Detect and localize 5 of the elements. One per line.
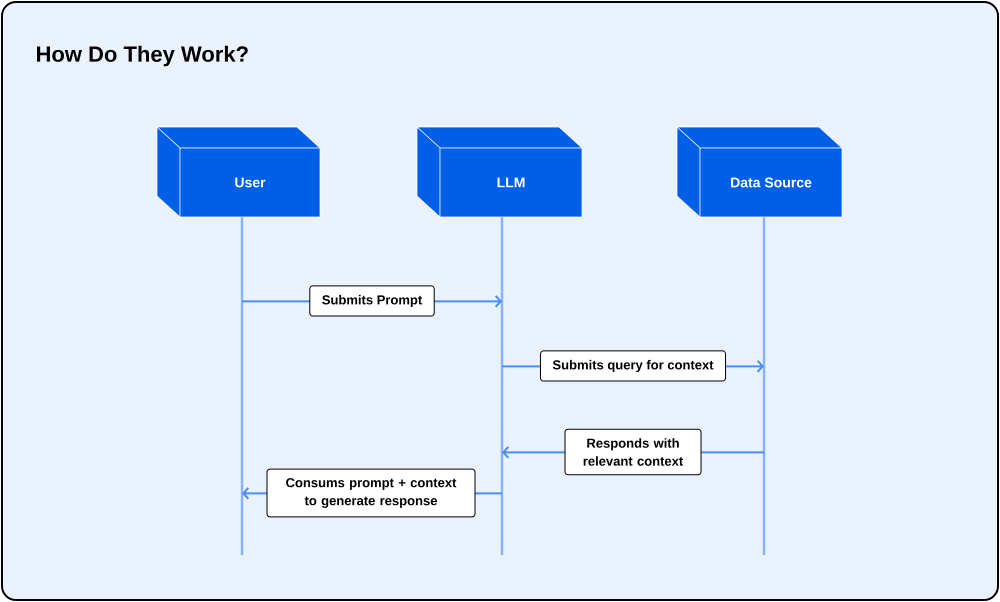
edge-label: Submits query for context bbox=[540, 350, 726, 382]
edge-label: Submits Prompt bbox=[309, 285, 435, 317]
edge-label: Consums prompt + context to generate response bbox=[266, 468, 476, 518]
edge-label: Responds with relevant context bbox=[564, 428, 702, 476]
title: How Do They Work? bbox=[37, 46, 248, 66]
